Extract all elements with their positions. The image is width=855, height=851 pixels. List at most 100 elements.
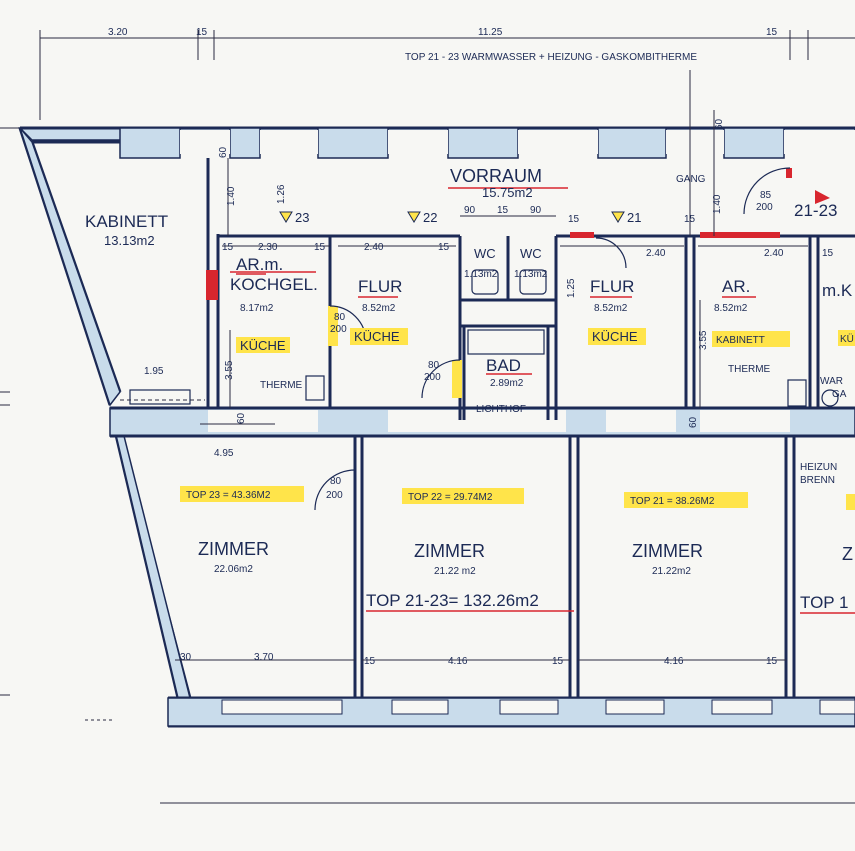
- dim-125: 1.25: [566, 278, 577, 298]
- dim-370: 3.70: [254, 652, 274, 663]
- zimmer23-area: 22.06m2: [214, 564, 253, 575]
- zimmer-right-note1: HEIZUN: [800, 462, 837, 473]
- door2-height: 200: [330, 324, 347, 335]
- dim-15i: 15: [552, 656, 564, 667]
- flur21-use: KÜCHE: [592, 329, 638, 344]
- zimmer-right-note2: BRENN: [800, 475, 835, 486]
- gang-label: GANG: [676, 174, 706, 185]
- marker-22: 22: [423, 210, 437, 225]
- dim-495: 4.95: [214, 448, 234, 459]
- dim-240c: 2.40: [764, 248, 784, 259]
- bad-area: 2.89m2: [490, 378, 524, 389]
- dim-195: 1.95: [144, 366, 164, 377]
- partial-right-name: m.K: [822, 281, 853, 300]
- dim-60d: 60: [688, 416, 699, 428]
- wc1-area: 1.13m2: [464, 269, 498, 280]
- zimmer23-name: ZIMMER: [198, 539, 269, 559]
- top23-area: TOP 23 = 43.36M2: [186, 490, 271, 501]
- ar21-area: 8.52m2: [714, 303, 748, 314]
- lichthof-label: LICHTHOF: [476, 404, 526, 415]
- door1-height: 200: [424, 372, 441, 383]
- wc2-area: 1.13m2: [514, 269, 548, 280]
- kabinett-name: KABINETT: [85, 212, 168, 231]
- ar-kochgel-name: AR.m.: [236, 255, 283, 274]
- door2-width: 80: [334, 312, 346, 323]
- ar-kochgel-area: 8.17m2: [240, 303, 274, 314]
- dim-top-15a: 15: [196, 27, 208, 38]
- door4-width: 85: [760, 190, 772, 201]
- wc2-name: WC: [520, 246, 542, 261]
- top-windows: [119, 127, 855, 159]
- flur23-name: FLUR: [358, 277, 402, 296]
- zimmer-right-name: Z: [842, 544, 853, 564]
- zimmer22-name: ZIMMER: [414, 541, 485, 561]
- zimmer21-name: ZIMMER: [632, 541, 703, 561]
- dim-90b: 90: [530, 205, 542, 216]
- dim-240b: 2.40: [646, 248, 666, 259]
- zimmer21-area: 21.22m2: [652, 566, 691, 577]
- kabinett-area: 13.13m2: [104, 233, 155, 248]
- dim-top-320: 3.20: [108, 27, 128, 38]
- dim-140b: 1.40: [712, 194, 723, 214]
- dim-230: 2.30: [258, 242, 278, 253]
- dim-top-1125: 11.25: [478, 27, 503, 38]
- door3-height: 200: [326, 490, 343, 501]
- dim-240a: 2.40: [364, 242, 384, 253]
- dim-416a: 4.16: [448, 656, 468, 667]
- top21-area: TOP 21 = 38.26M2: [630, 496, 715, 507]
- ar21-name: AR.: [722, 277, 750, 296]
- vorraum-name: VORRAUM: [450, 166, 542, 186]
- door3-width: 80: [330, 476, 342, 487]
- dim-15d: 15: [497, 205, 509, 216]
- middle-wall: [109, 406, 855, 438]
- dim-355a: 3.55: [224, 360, 235, 380]
- dim-15a: 15: [222, 242, 234, 253]
- ar-kochgel-name2: KOCHGEL.: [230, 275, 318, 294]
- flur23-area: 8.52m2: [362, 303, 396, 314]
- dim-15c: 15: [438, 242, 450, 253]
- unit-markers: [279, 211, 625, 223]
- dim-30: 30: [180, 652, 192, 663]
- dim-15h: 15: [364, 656, 376, 667]
- dim-15e: 15: [568, 214, 580, 225]
- total-area: TOP 21-23= 132.26m2: [366, 591, 539, 610]
- dim-416b: 4.16: [664, 656, 684, 667]
- dim-60a: 60: [218, 146, 229, 158]
- dim-15b: 15: [314, 242, 326, 253]
- bottom-windows: [221, 699, 855, 715]
- red-wall-marks: [206, 168, 830, 300]
- partial-right-fixture2: GA: [832, 389, 847, 400]
- dim-60c: 60: [236, 412, 247, 424]
- dimension-lines: [120, 70, 808, 661]
- door1-width: 80: [428, 360, 440, 371]
- dim-15g: 15: [822, 248, 834, 259]
- dim-60b: 60: [714, 118, 725, 130]
- flur23-use: KÜCHE: [354, 329, 400, 344]
- partial-right-use: KÜ: [840, 333, 854, 345]
- dim-top-15b: 15: [766, 27, 778, 38]
- top22-area: TOP 22 = 29.74M2: [408, 492, 493, 503]
- dim-90a: 90: [464, 205, 476, 216]
- fixtures: [129, 269, 839, 407]
- dim-140a: 1.40: [226, 186, 237, 206]
- marker-21: 21: [627, 210, 641, 225]
- top-right-label: TOP 1: [800, 593, 849, 612]
- unit-tag: 21-23: [794, 201, 837, 220]
- ar21-use: KABINETT: [716, 335, 765, 346]
- yellow-doors: [328, 306, 462, 398]
- marker-23: 23: [295, 210, 309, 225]
- header-note: TOP 21 - 23 WARMWASSER + HEIZUNG - GASKO…: [405, 52, 697, 63]
- ar-kochgel-use: KÜCHE: [240, 338, 286, 353]
- dim-126: 1.26: [276, 184, 287, 204]
- partial-right-fixture: WAR: [820, 376, 843, 387]
- wc1-name: WC: [474, 246, 496, 261]
- dim-355b: 3.55: [698, 330, 709, 350]
- therme-23: THERME: [260, 380, 303, 391]
- vorraum-area: 15.75m2: [482, 185, 533, 200]
- bad-name: BAD: [486, 356, 521, 375]
- zimmer22-area: 21.22 m2: [434, 566, 476, 577]
- dim-15j: 15: [766, 656, 778, 667]
- flur21-area: 8.52m2: [594, 303, 628, 314]
